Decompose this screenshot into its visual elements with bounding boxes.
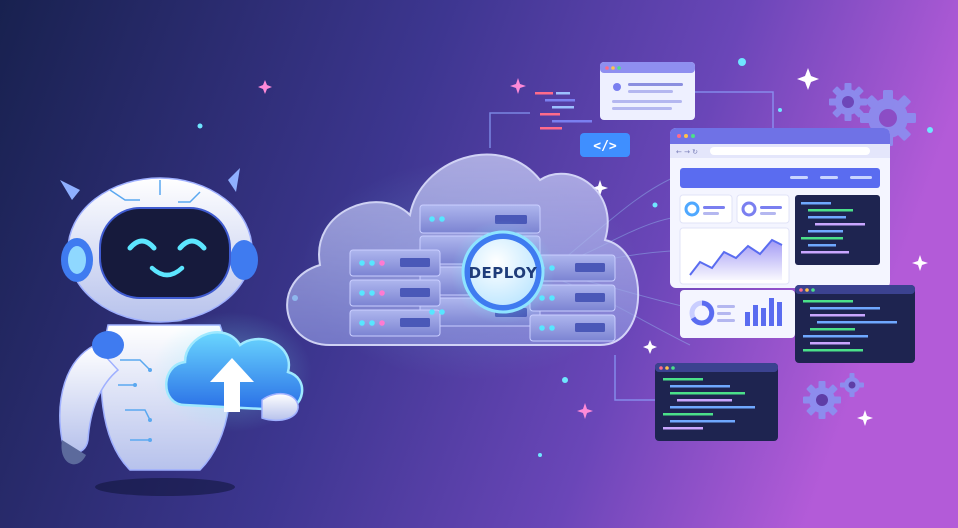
deploy-label: DEPLOY bbox=[469, 264, 538, 282]
analytics-panel bbox=[680, 290, 795, 338]
gear-icon bbox=[803, 373, 864, 419]
browser-window-icon: ← → ↻ bbox=[670, 128, 890, 288]
deploy-badge: DEPLOY bbox=[451, 220, 555, 324]
bar-chart-icon bbox=[745, 298, 782, 326]
sparkle-icon bbox=[592, 68, 928, 426]
donut-chart-icon bbox=[689, 300, 715, 326]
floating-window bbox=[600, 62, 695, 120]
svg-text:← → ↻: ← → ↻ bbox=[676, 148, 698, 156]
code-snippet bbox=[535, 92, 592, 130]
cloud-upload-icon bbox=[152, 312, 312, 432]
connector-lines bbox=[489, 91, 774, 401]
sparkle-pink-icon bbox=[258, 78, 593, 419]
code-editor-icon bbox=[655, 363, 778, 441]
cloud-server-group: DEPLOY bbox=[286, 153, 640, 380]
code-tag-badge: </> bbox=[580, 133, 630, 157]
code-editor-icon bbox=[795, 285, 915, 363]
code-tag-label: </> bbox=[593, 139, 617, 154]
